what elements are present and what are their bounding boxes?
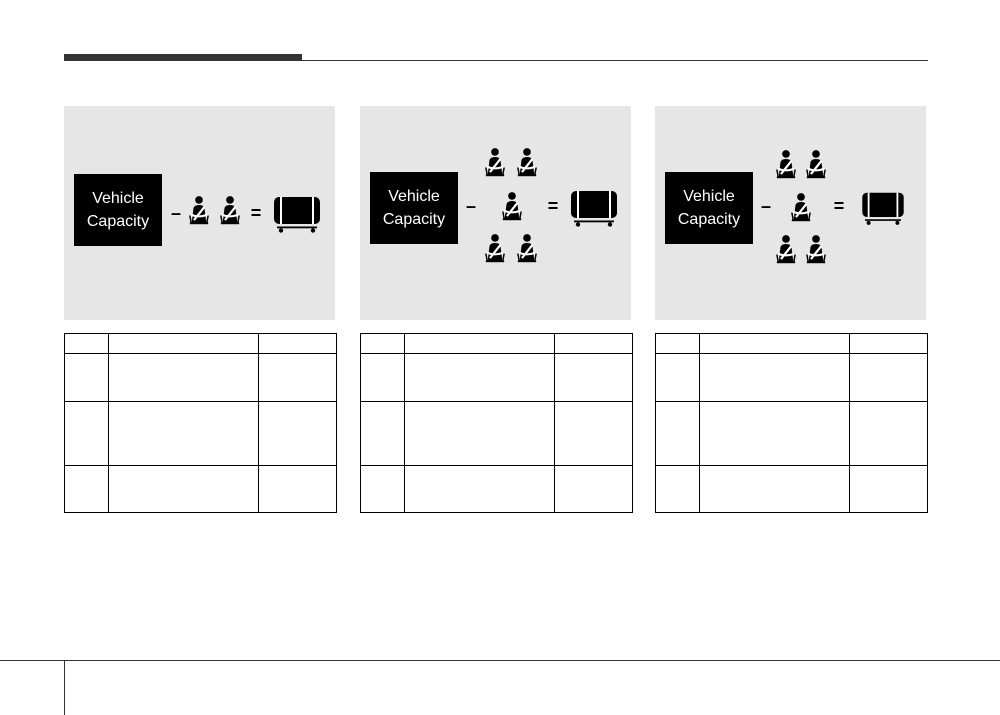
table-row <box>360 401 633 466</box>
seat-belt-occupant-icon <box>805 233 827 265</box>
seat-belt-occupant-icon <box>188 194 210 226</box>
seat-belt-occupant-icon <box>790 191 812 223</box>
equals-sign: = <box>547 196 559 216</box>
cargo-trailer-icon <box>568 188 620 228</box>
cargo-trailer-icon <box>860 190 906 226</box>
table-row <box>360 465 633 513</box>
seat-belt-occupant-icon <box>484 232 506 264</box>
capacity-line-1: Vehicle <box>388 188 440 205</box>
load-table <box>655 333 928 513</box>
minus-sign: – <box>760 196 771 216</box>
cargo-trailer-icon <box>271 194 323 234</box>
table-row <box>64 465 337 513</box>
minus-sign: – <box>170 203 181 223</box>
capacity-line-2: Capacity <box>86 213 150 230</box>
table-row <box>655 401 928 466</box>
minus-sign: – <box>465 196 476 216</box>
table-row <box>655 353 928 402</box>
table-row <box>64 353 337 402</box>
table-row <box>655 465 928 513</box>
seat-belt-occupant-icon <box>516 232 538 264</box>
seat-belt-occupant-icon <box>219 194 241 226</box>
seat-belt-occupant-icon <box>805 148 827 180</box>
footer-rule <box>0 660 1000 661</box>
table-header-row <box>360 333 633 354</box>
table-row <box>64 401 337 466</box>
equals-sign: = <box>250 203 262 223</box>
load-table <box>360 333 633 513</box>
seat-belt-occupant-icon <box>516 146 538 178</box>
table-header-row <box>655 333 928 354</box>
table-row <box>360 353 633 402</box>
capacity-line-2: Capacity <box>677 211 741 228</box>
seat-belt-occupant-icon <box>501 190 523 222</box>
equals-sign: = <box>833 196 845 216</box>
load-table <box>64 333 337 513</box>
capacity-line-1: Vehicle <box>683 188 735 205</box>
seat-belt-occupant-icon <box>484 146 506 178</box>
header-bar <box>64 54 302 61</box>
seat-belt-occupant-icon <box>775 148 797 180</box>
capacity-line-2: Capacity <box>382 211 446 228</box>
header-rule <box>64 60 928 61</box>
seat-belt-occupant-icon <box>775 233 797 265</box>
footer-divider <box>64 660 65 715</box>
capacity-line-1: Vehicle <box>92 190 144 207</box>
table-header-row <box>64 333 337 354</box>
